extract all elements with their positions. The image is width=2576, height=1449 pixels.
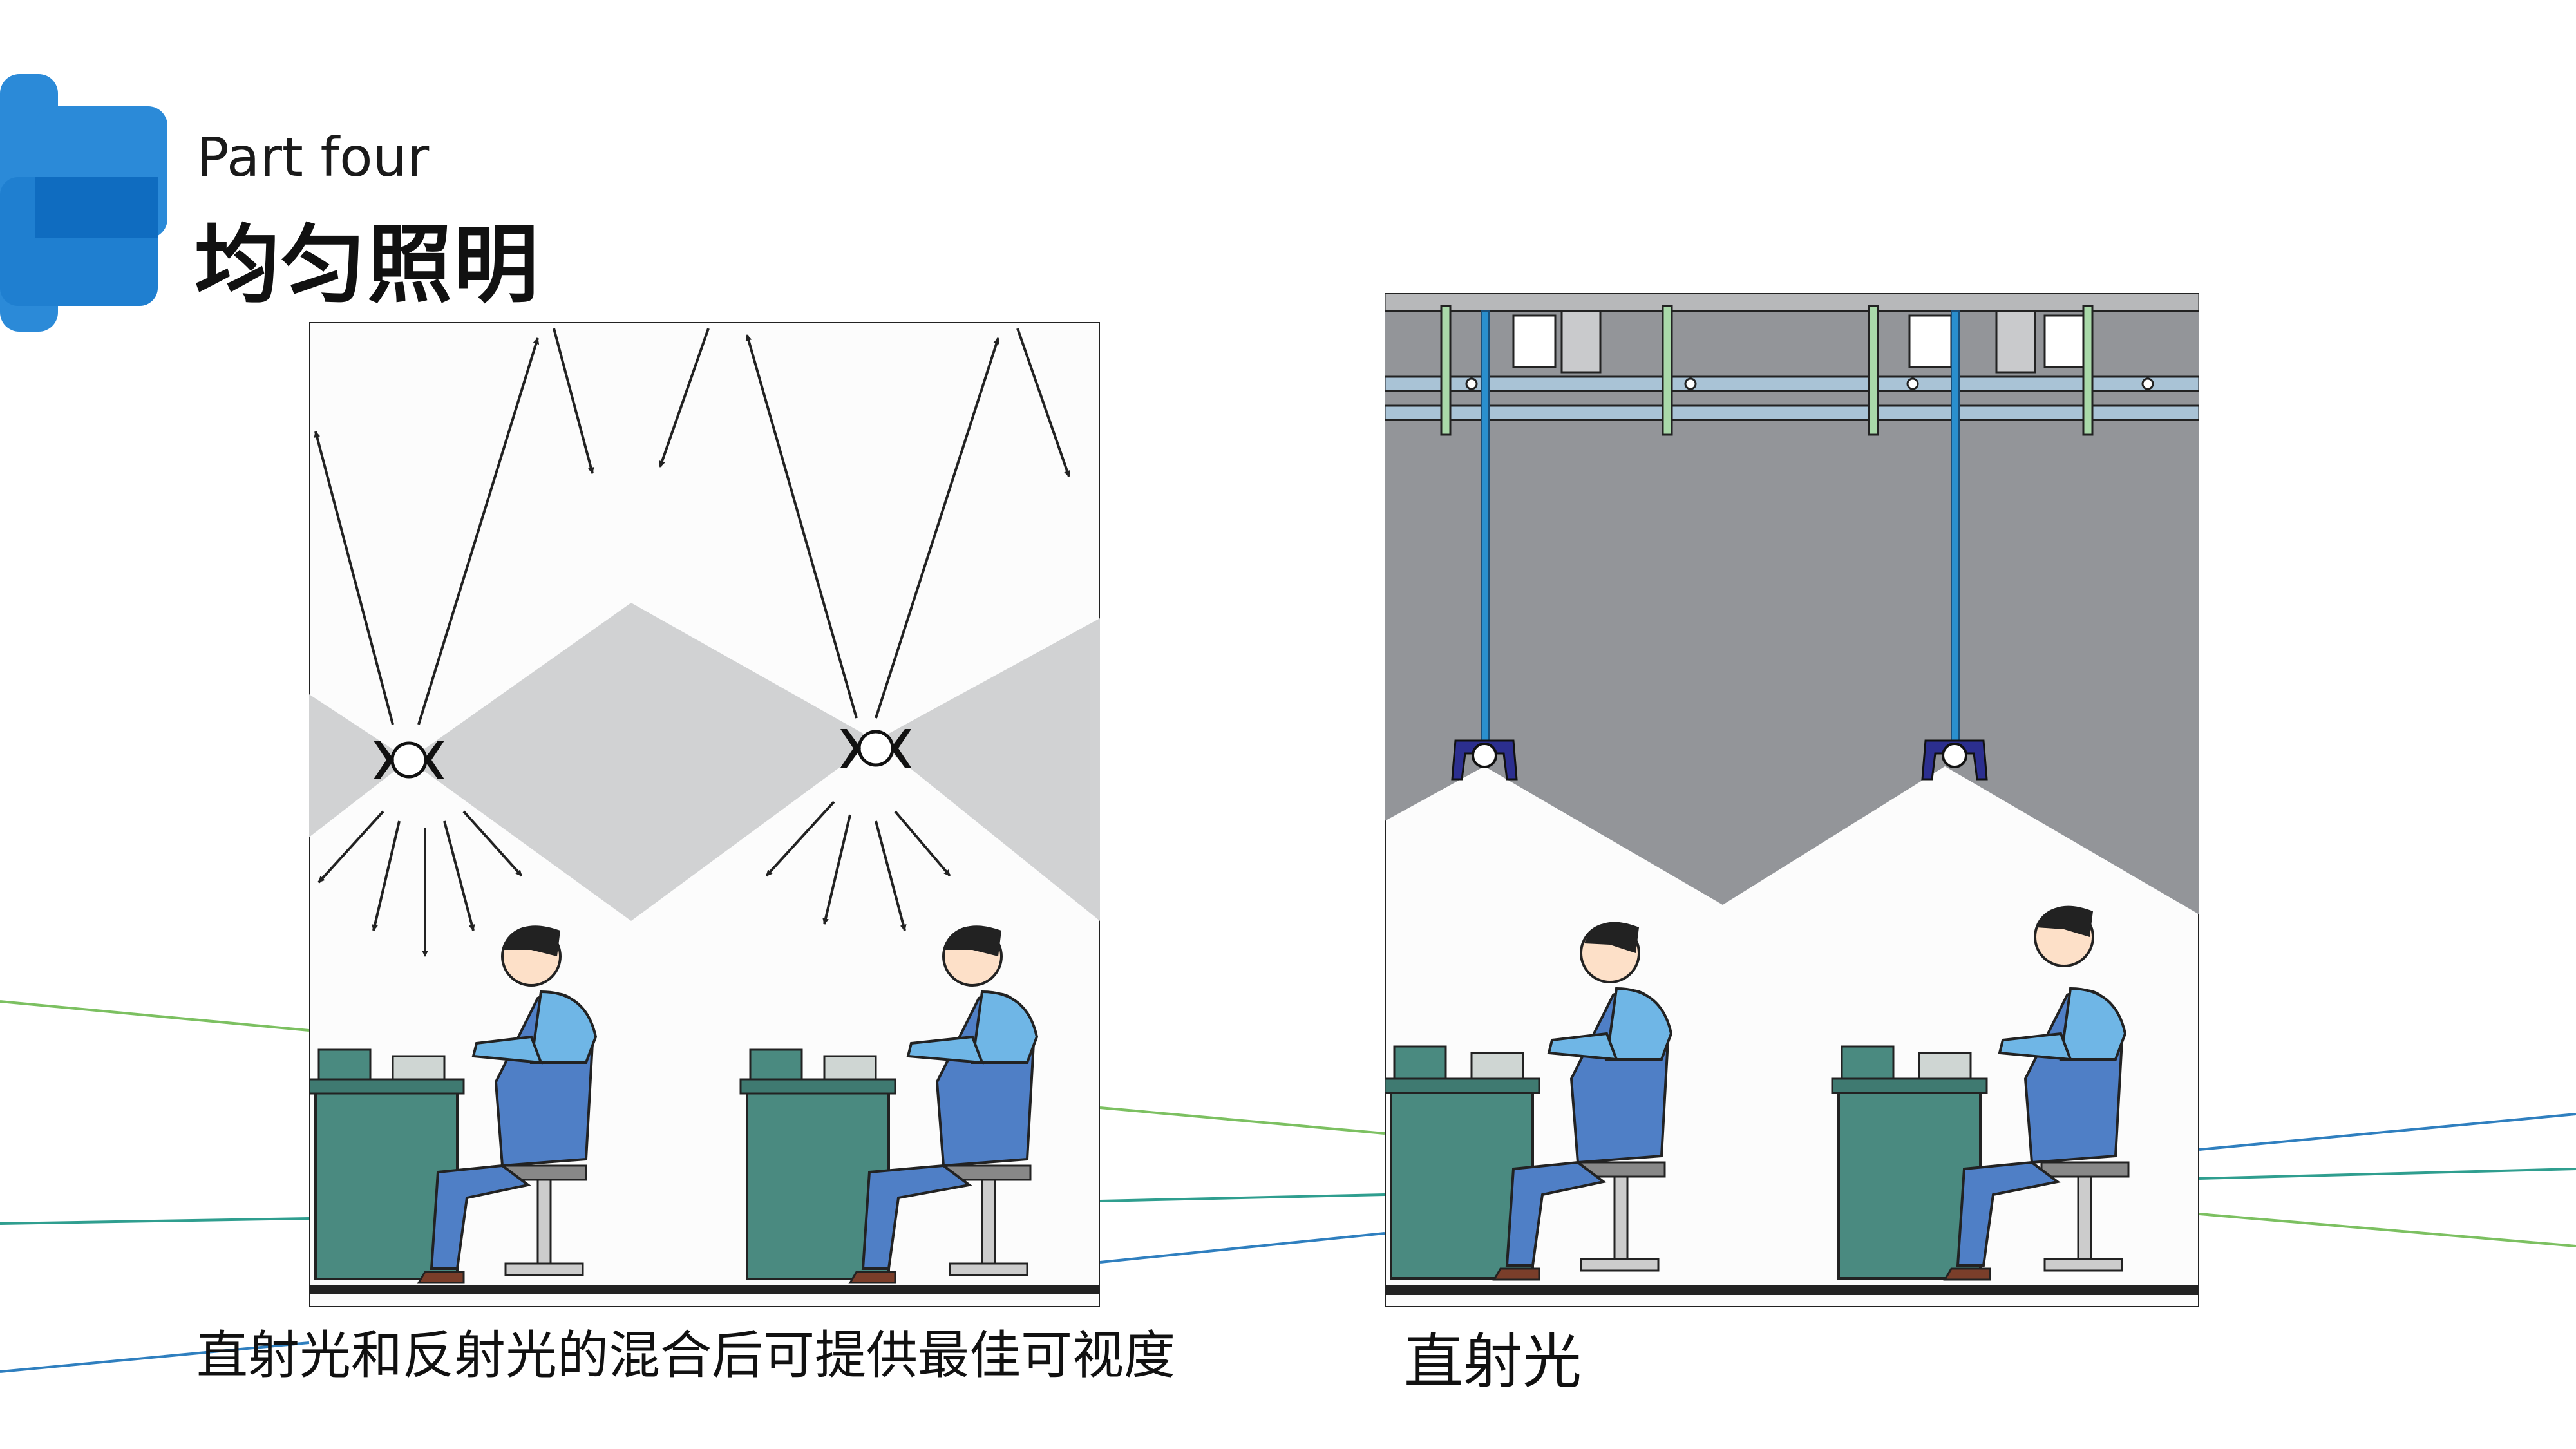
bg-line	[1099, 1232, 1385, 1264]
part-label: Part four	[196, 126, 430, 189]
page-title: 均匀照明	[194, 216, 540, 315]
dark-ceiling-zone	[1385, 293, 2199, 914]
floor	[1385, 1285, 2199, 1295]
mixed-lighting-illustration	[309, 322, 1100, 1307]
worker-at-desk	[1831, 905, 2130, 1281]
bg-line	[2199, 1168, 2576, 1180]
lamp-icon	[840, 729, 911, 768]
lamp-icon	[1451, 739, 1518, 781]
lamp-rod	[1951, 310, 1960, 743]
figure-caption-direct: 直射光	[1404, 1327, 1582, 1396]
reflected-light-arrows	[314, 328, 1070, 725]
worker-at-desk	[1385, 922, 1673, 1281]
worker-at-desk	[739, 925, 1039, 1284]
bg-line	[2199, 1113, 2576, 1151]
ceiling-beam	[1385, 293, 2199, 312]
figure-caption-mixed: 直射光和反射光的混合后可提供最佳可视度	[196, 1325, 1175, 1385]
floor	[309, 1285, 1100, 1294]
bg-line	[0, 1000, 310, 1032]
light-zone	[309, 603, 1100, 921]
bg-line	[0, 1217, 310, 1225]
pipe	[1385, 375, 2199, 392]
worker-at-desk	[309, 925, 598, 1284]
bg-line	[1099, 1193, 1385, 1202]
lamp-icon	[374, 741, 444, 779]
bg-line	[2199, 1213, 2576, 1247]
brand-logo	[0, 74, 167, 332]
lamp-rod	[1481, 310, 1490, 743]
pipe	[1385, 404, 2199, 421]
bg-line	[1099, 1106, 1385, 1135]
lamp-icon	[1921, 739, 1988, 781]
bg-line	[0, 1341, 310, 1373]
direct-light-arrows	[317, 800, 951, 957]
direct-lighting-illustration	[1385, 293, 2199, 1307]
